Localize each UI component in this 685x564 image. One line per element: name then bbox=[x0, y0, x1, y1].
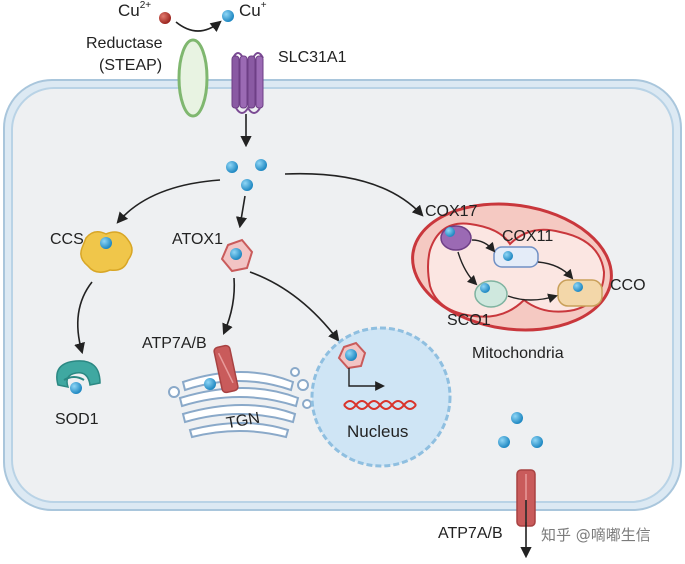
arrow-sco1-to-cco bbox=[507, 293, 558, 303]
reductase-steap bbox=[177, 38, 209, 118]
arrow-ccs-to-sod1 bbox=[74, 281, 93, 355]
cu2-label: Cu2+ bbox=[118, 0, 151, 20]
atp7ab-tgn-label: ATP7A/B bbox=[142, 335, 207, 352]
arrow-cox17-to-cox11 bbox=[471, 239, 496, 253]
sco1-label: SCO1 bbox=[447, 312, 491, 329]
reduction-arrow bbox=[175, 20, 222, 33]
ccs-chaperone bbox=[80, 231, 133, 273]
sod1-enzyme bbox=[56, 360, 101, 394]
sco1 bbox=[474, 280, 508, 308]
cox17-label: COX17 bbox=[425, 203, 478, 220]
arrow-to-atox1 bbox=[235, 195, 247, 229]
nucleus bbox=[310, 326, 452, 468]
atox1-chaperone bbox=[220, 238, 254, 273]
cco-complex bbox=[557, 279, 603, 307]
arrow-atox1-to-atp7ab bbox=[222, 277, 236, 336]
watermark: 知乎 @嘀嘟生信 bbox=[541, 526, 651, 544]
arrow-cox17-to-sco1 bbox=[457, 251, 478, 286]
cytosolic-copper-pool bbox=[226, 159, 267, 191]
arrow-to-mitochondria bbox=[284, 172, 424, 217]
atox1-label: ATOX1 bbox=[172, 231, 223, 248]
dna-helix bbox=[343, 400, 417, 410]
tgn-golgi bbox=[168, 367, 312, 439]
cox11 bbox=[493, 246, 539, 268]
slc31a1-label: SLC31A1 bbox=[278, 49, 347, 66]
reductase-label: Reductase bbox=[86, 35, 163, 52]
cu2-ion bbox=[159, 12, 171, 24]
cox11-label: COX11 bbox=[502, 228, 553, 245]
arrow-to-ccs bbox=[116, 179, 221, 224]
sod1-label: SOD1 bbox=[55, 411, 99, 428]
atp7ab-tgn-transporter bbox=[213, 344, 239, 394]
cco-label: CCO bbox=[610, 277, 646, 294]
arrow-atox1-to-nucleus bbox=[249, 271, 340, 342]
tgn-label: TGN bbox=[225, 410, 261, 433]
tgn-copper-ion bbox=[204, 378, 216, 390]
steap-label: (STEAP) bbox=[99, 57, 162, 74]
atp7ab-membrane-label: ATP7A/B bbox=[438, 525, 503, 542]
mitochondria-label: Mitochondria bbox=[472, 345, 564, 362]
slc31a1-transporter bbox=[231, 52, 264, 114]
cu1-ion bbox=[222, 10, 234, 22]
arrow-cox11-to-cco bbox=[537, 261, 574, 280]
nucleus-label: Nucleus bbox=[347, 422, 408, 441]
export-copper-ions bbox=[498, 412, 543, 448]
cox17 bbox=[440, 225, 472, 251]
ccs-label: CCS bbox=[50, 231, 84, 248]
cu1-label: Cu+ bbox=[239, 0, 267, 20]
